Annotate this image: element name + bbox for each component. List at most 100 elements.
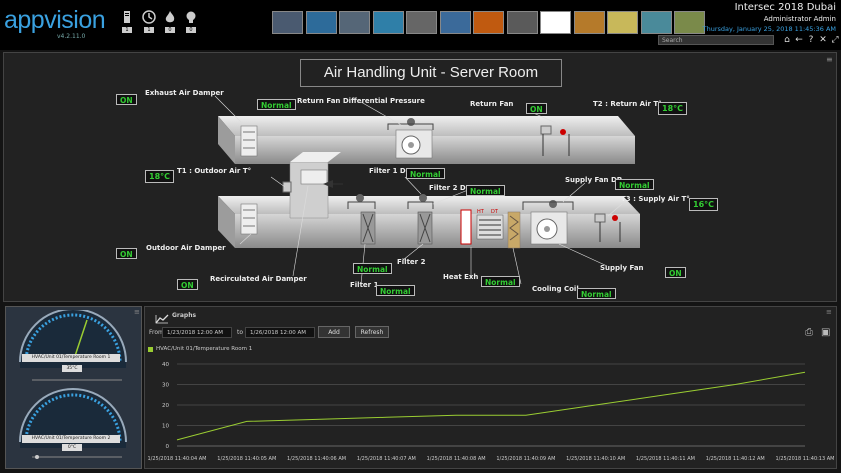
x-tick-label: 1/25/2018 11:40:08 AM — [427, 456, 486, 462]
fullscreen-icon[interactable]: ⤢ — [831, 35, 839, 45]
graph-title: Graphs — [172, 312, 197, 319]
outdoor-damper — [240, 203, 258, 235]
legend-entry: HVAC/Unit 01/Temperature Room 1 — [156, 346, 253, 352]
ahu-schematic: HT DT — [214, 95, 640, 285]
heat-exchanger-element — [460, 209, 472, 245]
t1-sensor — [282, 181, 292, 193]
value-return-fan-dp[interactable]: Normal — [257, 99, 296, 110]
y-tick-label: 20 — [162, 403, 169, 409]
view-thumbnail[interactable] — [339, 11, 370, 34]
t3-sensor — [594, 213, 606, 223]
value-t2[interactable]: 18°C — [658, 102, 688, 115]
upper-duct-top — [218, 116, 635, 136]
value-cooling-coil[interactable]: Normal — [577, 288, 616, 299]
series-line — [176, 371, 806, 441]
lower-duct-top — [218, 196, 640, 214]
to-date-input[interactable]: 1/26/2018 12:00 AM — [245, 327, 315, 338]
tools-icon[interactable]: ✕ — [819, 35, 827, 45]
app-logo: appvision — [4, 6, 106, 34]
view-thumbnail[interactable] — [573, 11, 605, 34]
view-thumbnail[interactable] — [305, 11, 337, 34]
view-thumbnail[interactable] — [506, 11, 538, 34]
value-exhaust-damper[interactable]: ON — [116, 94, 137, 105]
view-thumbnail[interactable] — [372, 11, 404, 34]
view-thumbnail[interactable] — [406, 11, 437, 34]
value-filter1-dp[interactable]: Normal — [406, 168, 445, 179]
view-thumbnail[interactable] — [607, 11, 638, 34]
to-label: to — [237, 329, 244, 336]
graph-icon — [155, 309, 169, 328]
value-recirc-damper[interactable]: ON — [177, 279, 198, 290]
fire-icon[interactable] — [163, 9, 177, 28]
lower-duct-front — [235, 214, 640, 248]
diagram-title: Air Handling Unit - Server Room — [300, 59, 562, 87]
view-thumbnail[interactable] — [439, 11, 471, 34]
x-tick-label: 1/25/2018 11:40:11 AM — [636, 456, 695, 462]
status-badge: 0 — [165, 27, 175, 33]
header-bar: appvision v4.2.11.0 1 1 0 0 Intersec 201… — [0, 0, 841, 50]
x-tick-label: 1/25/2018 11:40:09 AM — [496, 456, 555, 462]
label-filter1-dp: Filter 1 DP — [369, 167, 411, 175]
value-filter1[interactable]: Normal — [376, 285, 415, 296]
current-datetime: Thursday, January 25, 2018 11:45:36 AM — [702, 25, 836, 33]
gauge-1-value: 35°C — [62, 365, 82, 372]
y-tick-label: 10 — [162, 424, 169, 430]
label-t2: T2 : Return Air T° — [593, 100, 662, 108]
label-filter2: Filter 2 — [397, 258, 426, 266]
exhaust-damper — [240, 125, 258, 157]
view-thumbnail[interactable] — [540, 11, 571, 34]
label-t1: T1 : Outdoor Air T° — [177, 167, 252, 175]
status-badge: 0 — [186, 27, 196, 33]
value-filter2-dp[interactable]: Normal — [466, 185, 505, 196]
gauge-2-value: 0°C — [62, 444, 82, 451]
value-t3[interactable]: 16°C — [689, 198, 719, 211]
help-icon[interactable]: ? — [808, 35, 814, 45]
label-recirc-damper: Recirculated Air Damper — [210, 275, 307, 283]
y-tick-label: 40 — [162, 362, 169, 368]
x-tick-label: 1/25/2018 11:40:04 AM — [147, 456, 206, 462]
from-label: From — [149, 329, 164, 336]
view-thumbnail[interactable] — [640, 11, 672, 34]
recirculated-damper — [300, 169, 328, 185]
label-supply-fan: Supply Fan — [600, 264, 644, 272]
status-badge: 1 — [122, 27, 132, 33]
upper-duct-front — [235, 136, 635, 164]
search-input[interactable]: Search — [658, 35, 774, 45]
view-thumbnail[interactable] — [674, 11, 705, 34]
view-thumbnail[interactable] — [473, 11, 504, 34]
user-name[interactable]: Administrator Admin — [763, 15, 836, 23]
y-tick-label: 0 — [166, 444, 170, 450]
label-outdoor-damper: Outdoor Air Damper — [146, 244, 226, 252]
x-tick-label: 1/25/2018 11:40:13 AM — [775, 456, 834, 462]
x-tick-label: 1/25/2018 11:40:05 AM — [217, 456, 276, 462]
label-filter1: Filter 1 — [350, 281, 379, 289]
label-return-fan: Return Fan — [470, 100, 514, 108]
value-supply-fan[interactable]: ON — [665, 267, 686, 278]
add-button[interactable]: Add — [318, 326, 350, 338]
label-return-fan-dp: Return Fan Differential Pressure — [297, 97, 425, 105]
value-heat-exh[interactable]: Normal — [481, 276, 520, 287]
gauge-2-label: HVAC/Unit 01/Temperature Room 2 — [22, 435, 120, 443]
bulb-icon[interactable] — [184, 9, 198, 28]
view-thumbnail[interactable] — [272, 11, 303, 34]
value-outdoor-damper[interactable]: ON — [116, 248, 137, 259]
value-t1[interactable]: 18°C — [145, 170, 175, 183]
label-exhaust-damper: Exhaust Air Damper — [145, 89, 224, 97]
value-filter2[interactable]: Normal — [353, 263, 392, 274]
x-tick-label: 1/25/2018 11:40:07 AM — [357, 456, 416, 462]
gauge-panel-menu-icon[interactable]: ≡ — [134, 308, 140, 316]
print-icon[interactable]: ⎙ — [805, 327, 813, 338]
from-date-input[interactable]: 1/23/2018 12:00 AM — [162, 327, 232, 338]
graph-panel-menu-icon[interactable]: ≡ — [826, 308, 832, 316]
back-icon[interactable]: ← — [795, 35, 803, 45]
server-icon[interactable] — [120, 9, 134, 28]
refresh-button[interactable]: Refresh — [355, 326, 389, 338]
value-return-fan[interactable]: ON — [526, 103, 547, 114]
app-version: v4.2.11.0 — [57, 33, 86, 40]
value-supply-fan-dp[interactable]: Normal — [615, 179, 654, 190]
save-icon[interactable]: ▣ — [821, 327, 831, 338]
clock-icon[interactable] — [142, 9, 156, 28]
panel-menu-icon[interactable]: ≡ — [826, 55, 833, 64]
home-icon[interactable]: ⌂ — [784, 35, 790, 45]
